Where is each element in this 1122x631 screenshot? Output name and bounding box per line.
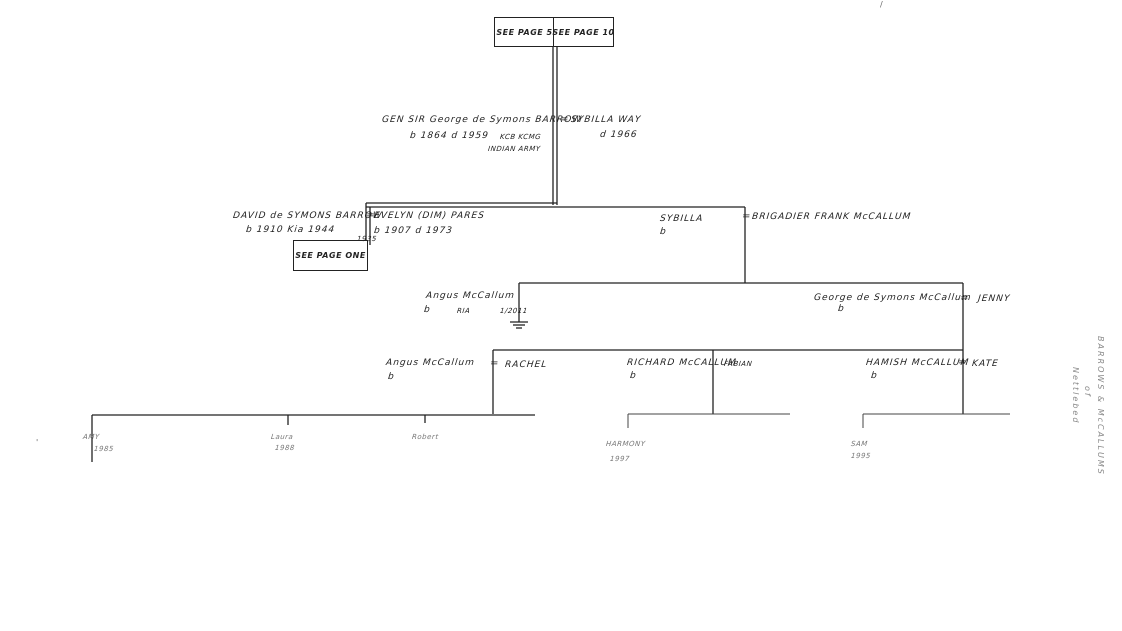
gen4-angus-name: Angus McCallum [385, 358, 476, 368]
gen2-evelyn-dates: b 1907 d 1973 [373, 226, 454, 236]
gen1-marriage-sign: = [559, 114, 570, 125]
gen5-harmony-year: 1997 [609, 455, 631, 463]
see-page-one-box: SEE PAGE ONE [293, 240, 368, 271]
gen5-laura-name: Laura [270, 433, 294, 441]
gen3-angus-death: 1/2011 [499, 307, 529, 315]
gen3-angus-name: Angus McCallum [425, 291, 516, 301]
gen4-angus-birth: b [387, 372, 396, 382]
gen1-husband-name: GEN SIR George de Symons BARROW [381, 115, 583, 125]
gen5-sam-name: SAM [850, 440, 869, 448]
gen2-david-name: DAVID de SYMONS BARROW [232, 211, 384, 221]
gen1-husband-dates: b 1864 d 1959 [409, 131, 490, 141]
gen4-fabian-name: FABIAN [723, 360, 753, 368]
see-page-10-box: SEE PAGE 10 [552, 17, 614, 47]
gen5-amy-name: AMY [82, 433, 101, 441]
corner-pen-mark: / [880, 0, 883, 9]
gen4-kate-name: KATE [971, 359, 1000, 369]
gen4-rachel-name: RACHEL [504, 360, 548, 370]
gen2-marriage-sign-2: = [741, 211, 752, 222]
gen5-amy-year: 1985 [93, 445, 115, 453]
gen1-wife-name: SYBILLA WAY [570, 115, 642, 125]
gen2-sybilla-birth: b [659, 227, 668, 237]
gen5-sam-year: 1995 [850, 452, 872, 460]
see-page-5-box: SEE PAGE 5 [494, 17, 555, 47]
gen2-marriage-year: 1935 [356, 235, 378, 243]
margin-note-of: of [1083, 386, 1092, 398]
gen4-marriage-sign-1: = [489, 358, 500, 369]
gen2-sybilla-name: SYBILLA [659, 214, 704, 224]
margin-note-title: BARROWS & McCALLUMS [1096, 336, 1105, 476]
gen4-hamish-name: HAMISH McCALLUM [865, 358, 970, 368]
gen1-husband-service: INDIAN ARMY [487, 145, 541, 153]
gen3-jenny-name: JENNY [977, 294, 1011, 304]
gen3-george-birth: b [837, 304, 846, 314]
gen4-hamish-birth: b [870, 371, 879, 381]
gen4-richard-birth: b [629, 371, 638, 381]
gen4-richard-name: RICHARD McCALLUM [626, 358, 738, 368]
gen5-harmony-name: HARMONY [605, 440, 646, 448]
stray-tick-mark: ' [36, 438, 39, 447]
gen5-robert-name: Robert [411, 433, 439, 441]
gen3-angus-ria: RIA [456, 307, 471, 315]
gen3-george-name: George de Symons McCallum [813, 293, 973, 303]
margin-note-place: Nettlebed [1071, 367, 1080, 425]
gen1-wife-dates: d 1966 [599, 130, 639, 140]
gen5-laura-year: 1988 [274, 444, 296, 452]
gen3-angus-birth: b [423, 305, 432, 315]
gen4-marriage-sign-2: = [957, 357, 968, 368]
gen3-marriage-sign: = [959, 293, 970, 304]
gen2-evelyn-name: EVELYN (DIM) PARES [373, 211, 486, 221]
gen1-husband-honours: KCB KCMG [499, 133, 542, 141]
gen2-david-dates: b 1910 Kia 1944 [245, 225, 336, 235]
gen2-frank-name: BRIGADIER FRANK McCALLUM [751, 212, 912, 222]
